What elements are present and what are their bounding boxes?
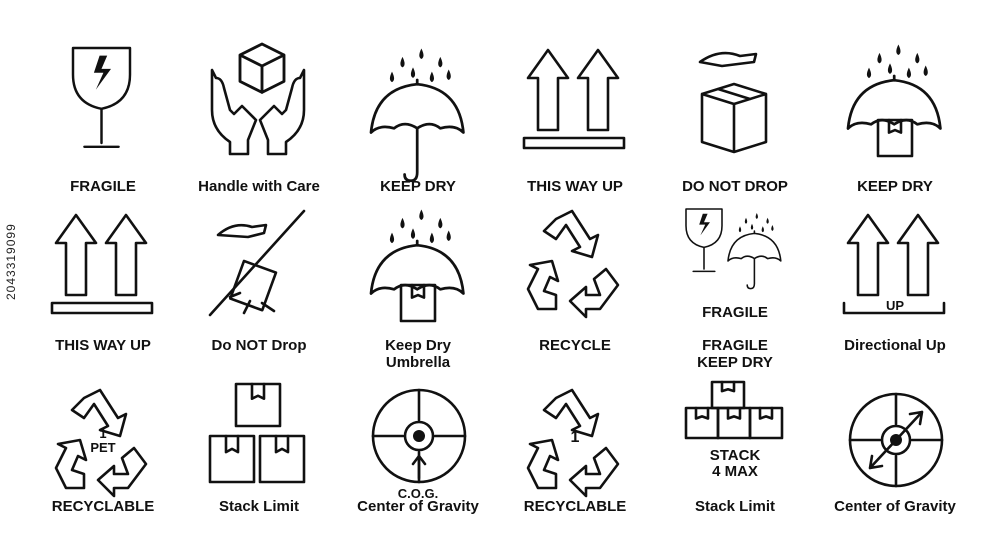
stock-id: 2043319099: [4, 223, 18, 300]
arrows-up-icon: [522, 48, 626, 150]
recycle-number-icon: 1: [526, 388, 620, 498]
icon-inner-label: 1: [99, 426, 106, 441]
icon-caption: KEEP DRY: [380, 178, 456, 195]
crossed-drop-icon: [208, 209, 306, 317]
icon-tile: Center of Gravity: [812, 380, 978, 550]
icon-tile: FRAGILE: [20, 40, 186, 210]
icon-caption: Center of Gravity: [357, 498, 479, 515]
icon-caption: RECYCLE: [539, 337, 611, 354]
icon-caption: Directional Up: [844, 337, 946, 354]
hands-box-icon: [210, 42, 306, 156]
icon-caption: Handle with Care: [198, 178, 320, 195]
icon-inner-label: STACK: [710, 447, 761, 464]
hand-dropping-box-icon: [698, 51, 768, 154]
arrows-up-label-icon: UP: [842, 213, 946, 315]
icon-caption: THIS WAY UP: [527, 178, 623, 195]
icon-tile: UP Directional Up: [812, 205, 978, 375]
icon-inner-label: 4 MAX: [712, 463, 758, 480]
recycle-icon: [526, 209, 620, 319]
icon-inner-label: PET: [90, 440, 115, 455]
icon-tile: Handle with Care: [176, 40, 342, 210]
icon-caption: KEEP DRY: [857, 178, 933, 195]
arrows-up-icon: [50, 213, 154, 315]
icon-inner-label: C.O.G.: [398, 486, 438, 501]
icon-caption: FRAGILE: [70, 178, 136, 195]
umbrella-box-icon: [369, 209, 465, 323]
center-gravity-arrows-icon: [848, 392, 944, 488]
icon-tile: Stack Limit: [176, 380, 342, 550]
icon-tile: Do NOT Drop: [176, 205, 342, 375]
icon-caption: Center of Gravity: [834, 498, 956, 515]
umbrella-box-icon: [846, 44, 942, 158]
icon-caption: THIS WAY UP: [55, 337, 151, 354]
icon-inner-label: 1: [571, 429, 580, 446]
center-gravity-icon: C.O.G.: [371, 388, 467, 501]
icon-tile: C.O.G.Center of Gravity: [335, 380, 501, 550]
icon-inner-label: FRAGILE: [702, 304, 768, 321]
icon-caption: RECYCLABLE: [51, 498, 155, 515]
fragile-glass-icon: [71, 46, 132, 149]
icon-caption: Stack Limit: [694, 498, 776, 515]
icon-tile: KEEP DRY: [812, 40, 978, 210]
icon-caption: Stack Limit: [218, 498, 300, 515]
icon-tile: THIS WAY UP: [20, 205, 186, 375]
icon-caption: Do NOT Drop: [211, 337, 307, 354]
umbrella-rain-icon: [369, 48, 465, 183]
icon-tile: THIS WAY UP: [492, 40, 658, 210]
icon-inner-label: UP: [886, 298, 904, 313]
fragile-keep-dry-icon: FRAGILE: [685, 208, 782, 321]
icon-caption: RECYCLABLE: [523, 498, 627, 515]
icon-tile: DO NOT DROP: [652, 40, 818, 210]
stacked-boxes-icon: [208, 382, 306, 484]
icon-caption: DO NOT DROP: [682, 178, 788, 195]
icon-tile: KEEP DRY: [335, 40, 501, 210]
icon-tile: RECYCLE: [492, 205, 658, 375]
